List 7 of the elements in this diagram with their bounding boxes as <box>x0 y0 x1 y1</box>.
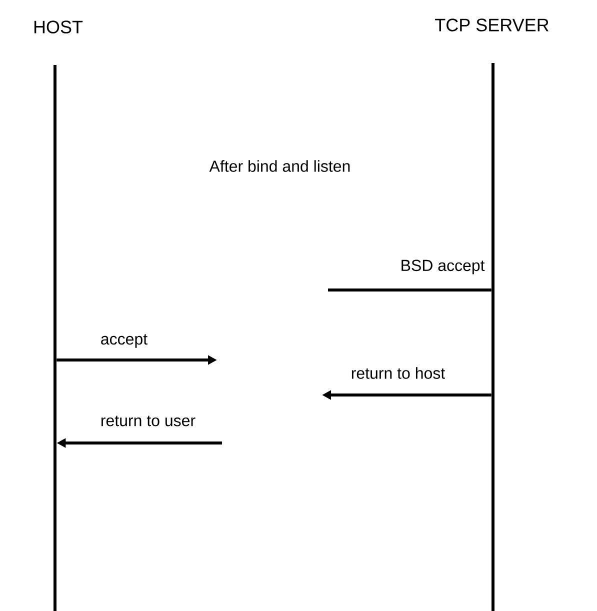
edge-label: BSD accept <box>402 260 485 274</box>
edge-label: return to host <box>352 367 445 379</box>
lifeline-heading: HOST <box>34 20 83 34</box>
edge-label: return to user <box>101 416 196 426</box>
lifeline-heading: TCP SERVER <box>435 18 549 32</box>
edge-label: accept <box>101 334 148 348</box>
note: After bind and listen <box>209 160 350 172</box>
